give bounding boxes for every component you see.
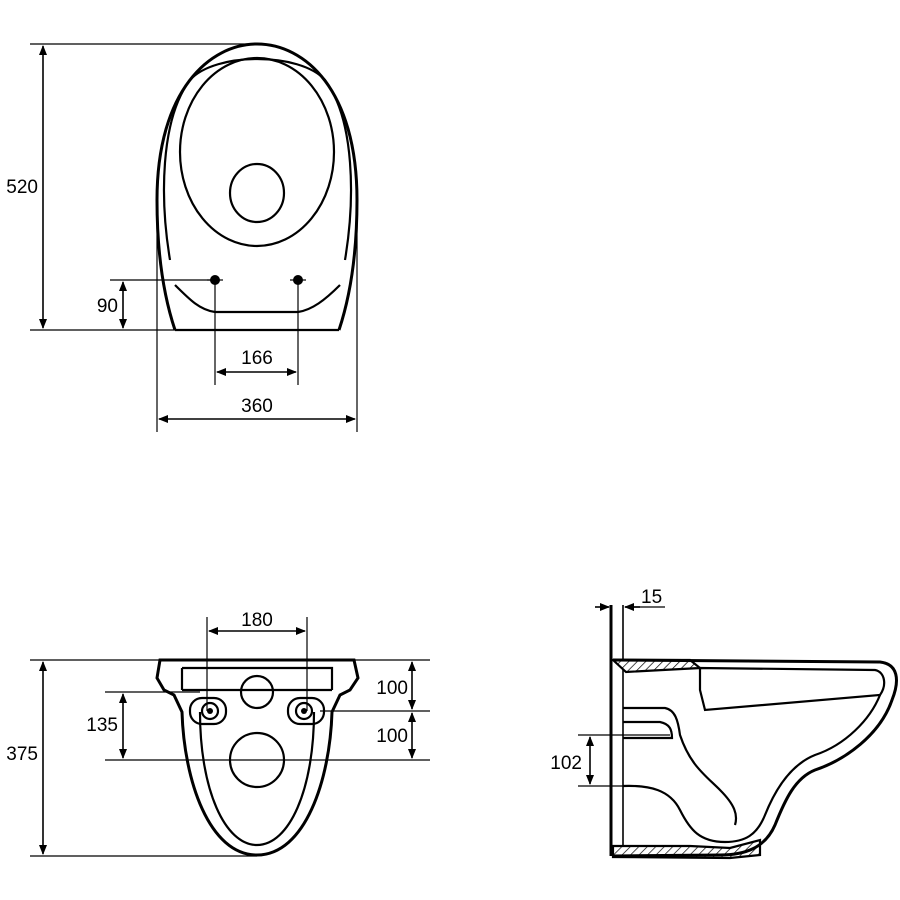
rear-view-outer-shell — [155, 658, 360, 857]
side-view-inner-bowl — [698, 666, 886, 712]
dim-label-15: 15 — [641, 587, 662, 608]
bolt-slot-left-icon — [188, 696, 228, 726]
dim-label-520: 520 — [6, 177, 38, 198]
side-view-trap — [622, 694, 882, 844]
top-view: 520 90 166 360 — [6, 42, 359, 432]
dim-label-90: 90 — [97, 296, 118, 317]
rear-view: 180 100 100 135 375 — [6, 610, 430, 857]
side-view-inlet — [623, 720, 674, 740]
dim-label-100-lower: 100 — [376, 726, 408, 747]
side-view-outer-profile — [612, 658, 898, 858]
dim-label-100-upper: 100 — [376, 678, 408, 699]
top-view-inner-bowl — [178, 56, 336, 248]
top-view-outer-shell — [155, 42, 359, 331]
dim-label-102: 102 — [550, 753, 582, 774]
bolt-slot-right-icon — [286, 696, 326, 726]
dim-label-375: 375 — [6, 744, 38, 765]
top-view-rear-flange — [174, 284, 341, 314]
rear-view-inner-line — [180, 666, 334, 847]
side-view: 15 102 — [550, 587, 898, 860]
dim-label-180: 180 — [241, 610, 273, 631]
dim-label-166: 166 — [241, 348, 273, 369]
top-view-drain — [228, 162, 286, 224]
side-view-trap-inner — [623, 706, 738, 826]
top-view-rim — [162, 58, 353, 261]
rear-view-water-inlet — [239, 674, 275, 710]
dim-label-135: 135 — [86, 715, 118, 736]
dim-label-360: 360 — [241, 396, 273, 417]
